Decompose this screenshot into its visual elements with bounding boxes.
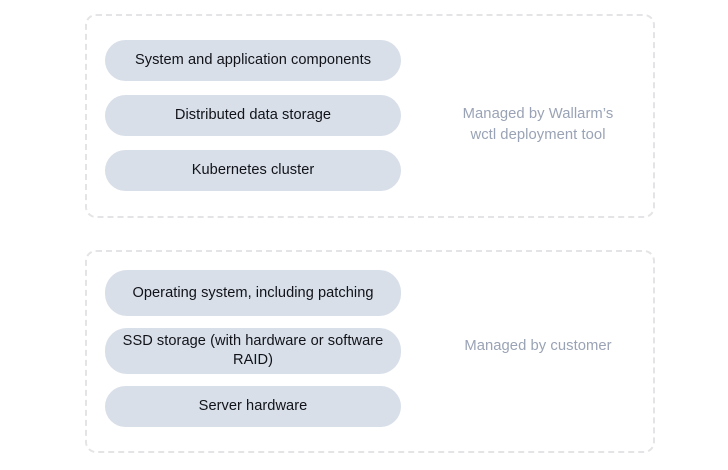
pill-system-and-application-components: System and application components [105, 40, 401, 81]
pill-label: Kubernetes cluster [191, 162, 315, 178]
pill-label: System and application components [134, 52, 372, 68]
pill-label: Server hardware [198, 398, 308, 414]
pill-label: SSD storage (with hardware or software R… [122, 333, 384, 368]
pill-stack-wallarm: System and application components Distri… [105, 40, 401, 191]
group-wallarm-managed: System and application components Distri… [85, 14, 655, 218]
group-customer-managed: Operating system, including patching SSD… [85, 250, 655, 453]
pill-label: Distributed data storage [174, 107, 332, 123]
pill-label: Operating system, including patching [132, 284, 374, 301]
caption-customer-managed: Managed by customer [419, 336, 657, 357]
pill-stack-customer: Operating system, including patching SSD… [105, 270, 401, 427]
pill-distributed-data-storage: Distributed data storage [105, 95, 401, 136]
pill-ssd-storage: SSD storage (with hardware or software R… [105, 328, 401, 374]
caption-wallarm-managed: Managed by Wallarm’s wctl deployment too… [419, 104, 657, 146]
pill-server-hardware: Server hardware [105, 386, 401, 427]
pill-operating-system-including-patching: Operating system, including patching [105, 270, 401, 316]
pill-kubernetes-cluster: Kubernetes cluster [105, 150, 401, 191]
caption-line-2: wctl deployment tool [470, 127, 606, 143]
caption-line-1: Managed by customer [464, 338, 612, 354]
caption-line-1: Managed by Wallarm’s [462, 106, 614, 122]
